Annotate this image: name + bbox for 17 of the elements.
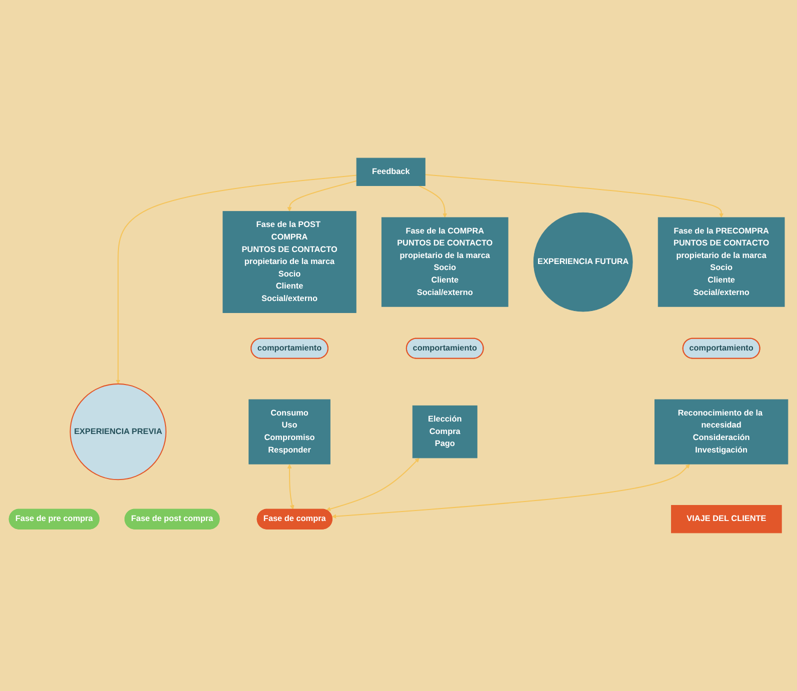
node-circle: EXPERIENCIA PREVIA <box>70 383 166 480</box>
arrow <box>287 464 294 510</box>
arrow <box>425 174 724 218</box>
arrow <box>116 174 357 384</box>
node-box: Feedback <box>356 158 426 186</box>
arrow <box>287 180 357 212</box>
node-box: VIAJE DEL CLIENTE <box>671 505 782 534</box>
arrow <box>326 458 420 512</box>
node-box: Fase de la PRECOMPRA PUNTOS DE CONTACTO propietario de la marca Socio Cliente Social/externo <box>658 217 785 307</box>
node-box: Fase de la POST COMPRA PUNTOS DE CONTACTO propietario de la marca Socio Cliente Social/externo <box>222 211 356 313</box>
node-circle: EXPERIENCIA FUTURA <box>533 212 633 312</box>
node-box: Consumo Uso Compromiso Responder <box>248 399 330 464</box>
node-box: Elección Compra Pago <box>412 405 478 458</box>
node-box: Fase de la COMPRA PUNTOS DE CONTACTO propietario de la marca Socio Cliente Social/externo <box>381 217 508 307</box>
arrow <box>418 185 448 218</box>
arrow <box>332 464 690 519</box>
node-box: Reconocimiento de la necesidad Consideración Investigación <box>654 399 788 464</box>
